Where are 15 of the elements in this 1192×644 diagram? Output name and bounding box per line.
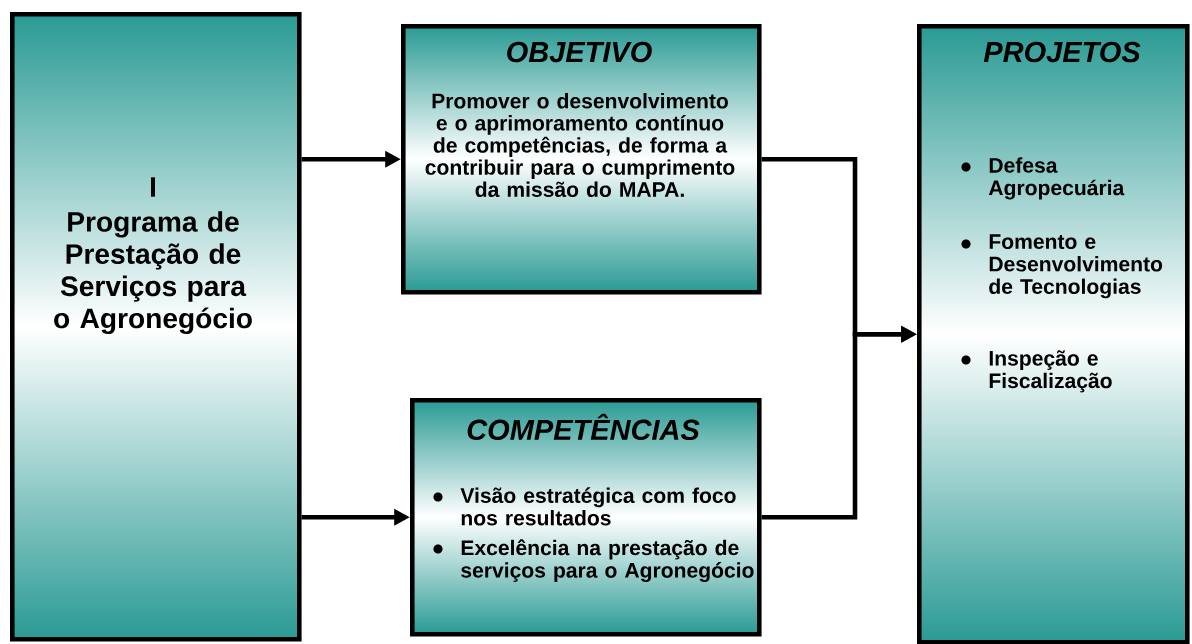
process-box (917, 24, 1190, 644)
list-item: Fomento e Desenvolvimento de Tecnologias (989, 234, 1163, 299)
list-item: Inspeção e Fiscalização (989, 350, 1112, 393)
list-item: Defesa Agropecuária (988, 157, 1125, 200)
list-item: Excelência na prestação de serviços para o Agronegócio (461, 539, 754, 583)
box-title: OBJETIVO (507, 41, 652, 63)
process-box (10, 12, 302, 642)
box-title: COMPETÊNCIAS (467, 413, 700, 441)
box-text: Promover o desenvolvimento e o aprimoramento contínuo de competências, de forma a contribuir para o cumprimento da missão do MAPA. (425, 93, 735, 197)
process-box (401, 24, 762, 295)
box-title: PROJETOS (983, 41, 1141, 63)
list-item: Visão estratégica com foco nos resultados (460, 487, 736, 526)
box-text: I (151, 177, 156, 197)
box-text: Programa de Prestação de Serviços para o Agronegócio (54, 211, 252, 334)
process-box (410, 398, 762, 637)
